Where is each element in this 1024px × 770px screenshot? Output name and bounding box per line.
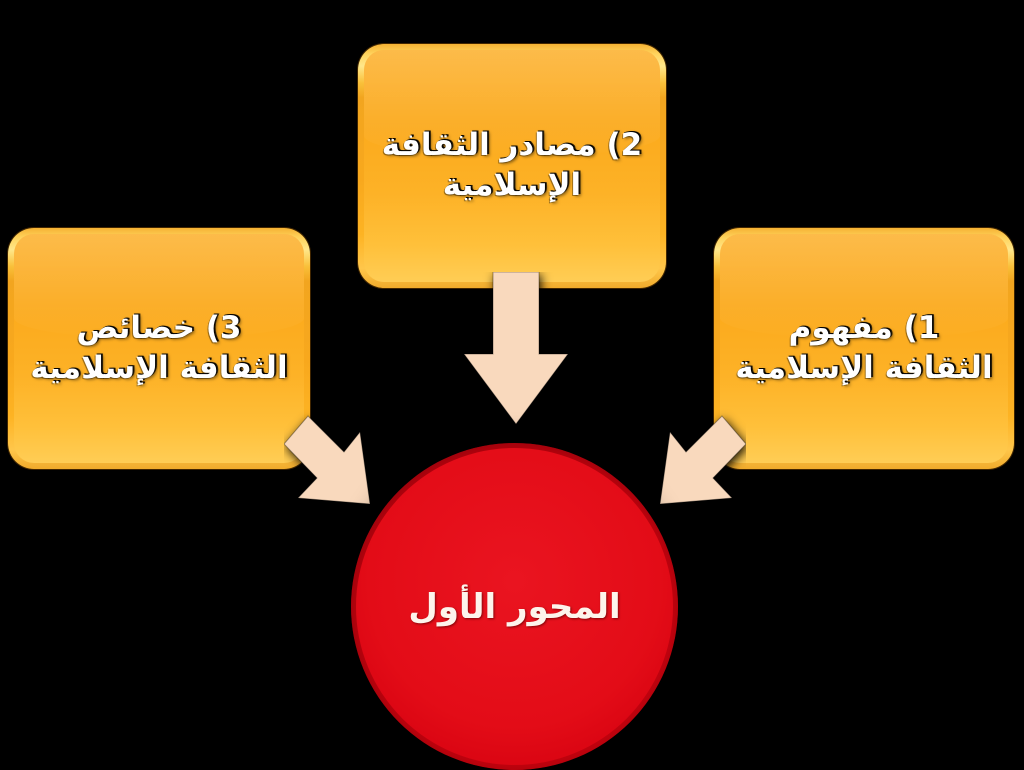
node-box-characteristics-inner: 3) خصائص الثقافة الإسلامية	[14, 234, 304, 463]
center-circle-node[interactable]: المحور الأول	[351, 443, 678, 770]
node-box-sources-inner: 2) مصادر الثقافة الإسلامية	[364, 50, 660, 282]
arrow-down-left-icon	[634, 408, 747, 523]
node-box-sources[interactable]: 2) مصادر الثقافة الإسلامية	[358, 44, 666, 288]
node-box-characteristics-label: 3) خصائص الثقافة الإسلامية	[30, 309, 288, 386]
node-box-sources-label: 2) مصادر الثقافة الإسلامية	[381, 127, 643, 203]
node-box-concept-label: 1) مفهوم الثقافة الإسلامية	[735, 309, 993, 386]
center-circle-label: المحور الأول	[408, 586, 621, 627]
node-box-characteristics[interactable]: 3) خصائص الثقافة الإسلامية	[8, 228, 310, 469]
arrow-down-right-icon	[283, 408, 396, 523]
arrow-down-icon	[446, 271, 586, 432]
node-box-concept-inner: 1) مفهوم الثقافة الإسلامية	[720, 234, 1008, 463]
node-box-concept[interactable]: 1) مفهوم الثقافة الإسلامية	[714, 228, 1014, 469]
